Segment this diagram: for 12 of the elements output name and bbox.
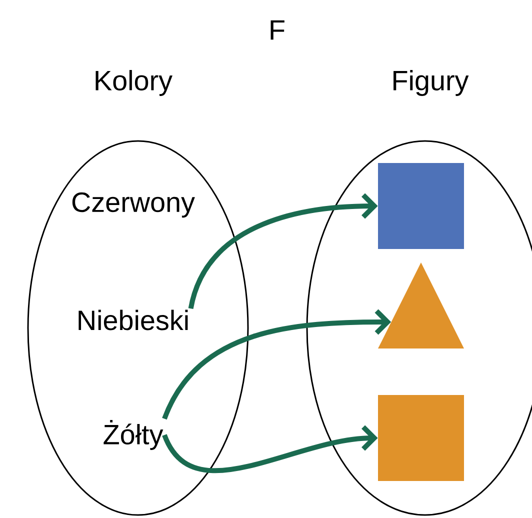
square	[378, 394, 464, 481]
element-label: Czerwony	[72, 192, 195, 218]
arrow	[162, 309, 392, 420]
element-label: Żółty	[104, 420, 164, 450]
square	[378, 162, 464, 249]
arrow	[162, 425, 378, 474]
triangle	[378, 262, 464, 349]
title: F	[270, 20, 284, 40]
arrow	[188, 193, 378, 310]
element-label: Niebieski	[78, 310, 188, 330]
set-label: Figury	[394, 70, 469, 96]
set-label: Kolory	[96, 70, 172, 96]
